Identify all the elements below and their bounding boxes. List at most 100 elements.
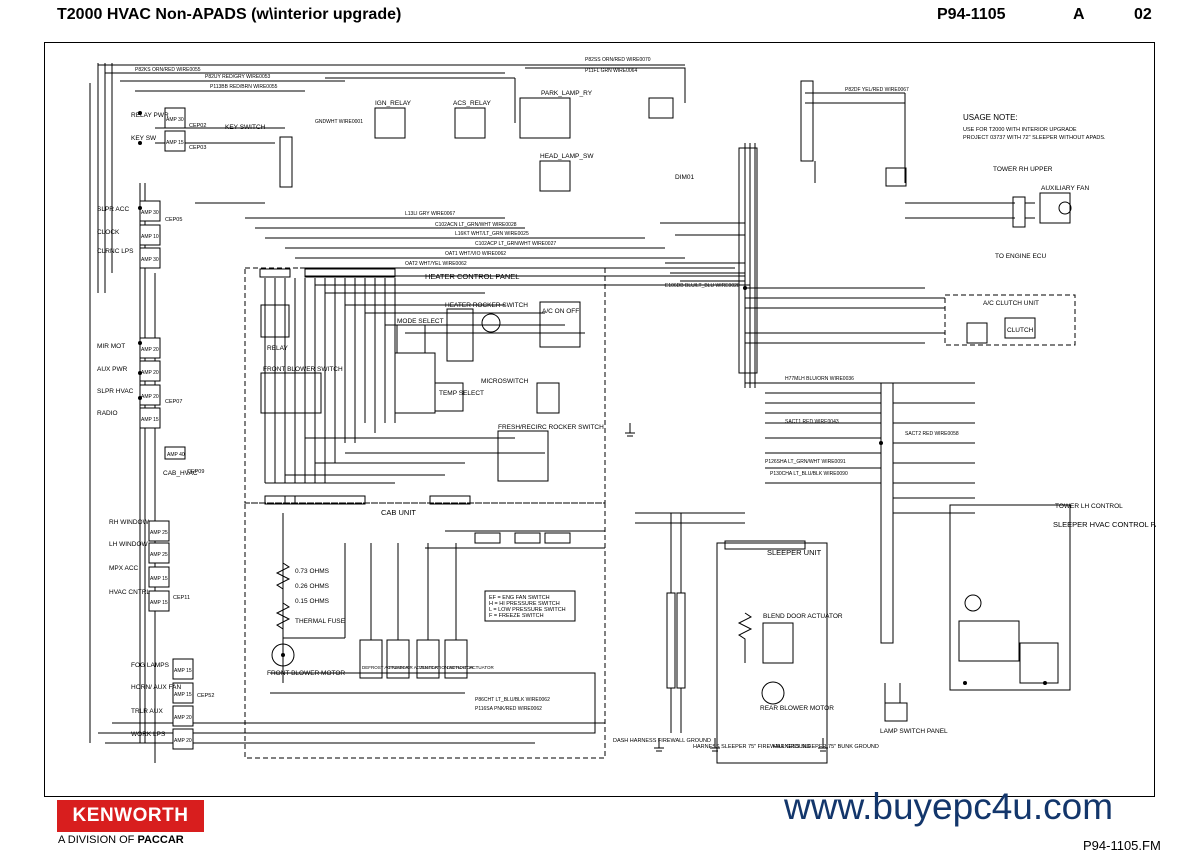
fuse-id: CEP02 bbox=[189, 123, 206, 129]
diagram-frame: HEATER CONTROL PANEL CAB UNIT SLEEPER UN… bbox=[44, 42, 1156, 797]
fuse-name: HORN/ AUX FAN bbox=[131, 684, 182, 691]
fuse-name: CLRNC LPS bbox=[97, 248, 134, 255]
temp-select-label: TEMP SELECT bbox=[439, 390, 484, 397]
fuse-name: CAB_HVAC bbox=[163, 470, 198, 477]
wire-label: P11FL GRN WIRE0064 bbox=[585, 68, 637, 74]
park-lamp-label: PARK_LAMP_RY bbox=[541, 90, 593, 97]
fuse-amp: AMP 30 bbox=[141, 210, 159, 216]
cab-unit-label: CAB UNIT bbox=[381, 508, 416, 517]
fuse-name: MPX ACC bbox=[109, 565, 139, 572]
sheet-number: 02 bbox=[1134, 6, 1152, 23]
relay-label: RELAY bbox=[267, 345, 288, 352]
fuse-name: LH WINDOW bbox=[109, 541, 149, 548]
watermark: www.buyepc4u.com bbox=[784, 786, 1114, 827]
wiring-diagram: HEATER CONTROL PANEL CAB UNIT SLEEPER UN… bbox=[89, 57, 1156, 764]
page-title: T2000 HVAC Non-APADS (w\interior upgrade… bbox=[57, 6, 402, 23]
fresh-recirc-label: FRESH/RECIRC ROCKER SWITCH bbox=[498, 424, 604, 431]
engine-ecu-label: TO ENGINE ECU bbox=[995, 253, 1046, 260]
wire-label: P82UY RED/GRY WIRE0053 bbox=[205, 74, 271, 80]
wire-label: C102ACP LT_GRN/WHT WIRE0027 bbox=[475, 241, 556, 247]
wire-label: OAT2 WHT/YEL WIRE0062 bbox=[405, 261, 467, 267]
dimmer-label: DIM01 bbox=[675, 174, 695, 181]
wire-label: P82SS ORN/RED WIRE0070 bbox=[585, 57, 651, 63]
drawing-number: P94-1105 bbox=[937, 6, 1006, 23]
usage-note-line1: USE FOR T2000 WITH INTERIOR UPGRADE bbox=[963, 127, 1077, 133]
fuse-amp: AMP 15 bbox=[150, 600, 168, 606]
fuse-amp: AMP 25 bbox=[150, 552, 168, 558]
front-blower-motor-label: FRONT BLOWER MOTOR bbox=[267, 670, 345, 677]
acs-relay-label: ACS_RELAY bbox=[453, 100, 491, 107]
wire-label: SACT1 RED WIRE0043 bbox=[785, 419, 839, 425]
wire-label: P130CHA LT_BLU/BLK WIRE0090 bbox=[770, 471, 848, 477]
ohms-label: 0.73 OHMS bbox=[295, 568, 330, 575]
clutch-label: CLUTCH bbox=[1007, 327, 1034, 334]
fuse-name: WORK LPS bbox=[131, 731, 166, 738]
fuse-name: RELAY PWR bbox=[131, 112, 169, 119]
fuse-name: RH WINDOW bbox=[109, 519, 150, 526]
revision: A bbox=[1073, 6, 1085, 23]
tower-lh-label: TOWER LH CONTROL bbox=[1055, 503, 1123, 510]
ohms-label: 0.15 OHMS bbox=[295, 598, 330, 605]
wire-label: OAT1 WHT/VIO WIRE0062 bbox=[445, 251, 506, 257]
fuse-amp: AMP 20 bbox=[141, 347, 159, 353]
fuse-name: TRLR AUX bbox=[131, 708, 163, 715]
usage-note-title: USAGE NOTE: bbox=[963, 113, 1018, 122]
fuse-name: CLOCK bbox=[97, 229, 120, 236]
wire-label: SACT2 RED WIRE0058 bbox=[905, 431, 959, 437]
legend-line: L = LOW PRESSURE SWITCH bbox=[489, 607, 566, 613]
actuator-label: DEFROST ACTUATOR bbox=[447, 665, 495, 670]
fuse-name: SLPR HVAC bbox=[97, 388, 134, 395]
fuse-name: FOG LAMPS bbox=[131, 662, 170, 669]
heater-panel-label: HEATER CONTROL PANEL bbox=[425, 272, 519, 281]
wire-label: P113BB RED/BRN WIRE0055 bbox=[210, 84, 278, 90]
legend-line: EF = ENG FAN SWITCH bbox=[489, 595, 550, 601]
logo-subtitle: A DIVISION OF PACCAR bbox=[58, 834, 184, 846]
wire-label: P126SHA LT_GRN/WHT WIRE0091 bbox=[765, 459, 846, 465]
head-lamp-label: HEAD_LAMP_SW bbox=[540, 153, 594, 160]
heater-rocker-label: HEATER ROCKER SWITCH bbox=[445, 302, 528, 309]
thermal-fuse-label: THERMAL FUSE bbox=[295, 618, 346, 625]
mode-select-label: MODE SELECT bbox=[397, 318, 444, 325]
wire-label: P116SA PNK/RED WIRE0062 bbox=[475, 706, 542, 712]
fuse-id: CEP07 bbox=[165, 399, 182, 405]
microswitch-label: MICROSWITCH bbox=[481, 378, 529, 385]
wire-label: GNDWHT WIRE0001 bbox=[315, 119, 363, 125]
wire-label: P82KS ORN/RED WIRE0055 bbox=[135, 67, 201, 73]
actuator-label: FRESH AIR ACTUATOR bbox=[389, 665, 439, 670]
fuse-amp: AMP 15 bbox=[174, 692, 192, 698]
kenworth-logo: KENWORTH bbox=[57, 800, 204, 832]
wire-label: C102ACN LT_GRN/WHT WIRE0028 bbox=[435, 222, 517, 228]
legend-line: H = HI PRESSURE SWITCH bbox=[489, 601, 560, 607]
ground-label: HARNESS SLEEPER 75" BUNK GROUND bbox=[773, 744, 879, 750]
front-blower-switch-label: FRONT BLOWER SWITCH bbox=[263, 366, 343, 373]
fuse-name: SLPR ACC bbox=[97, 206, 129, 213]
ground-label: HARNESS SLEEPER 75" FIREWALL GROUND bbox=[693, 744, 811, 750]
fuse-amp: AMP 20 bbox=[141, 394, 159, 400]
fuse-id: CEP52 bbox=[197, 693, 214, 699]
actuator-label: VENTILATION ACTUATOR bbox=[419, 665, 474, 670]
fuse-amp: AMP 30 bbox=[141, 257, 159, 263]
fuse-name: HVAC CNTRL bbox=[109, 589, 150, 596]
wire-label: L13LI GRY WIRE0067 bbox=[405, 211, 455, 217]
fuse-amp: AMP 40 bbox=[167, 452, 185, 458]
fuse-amp: AMP 20 bbox=[141, 370, 159, 376]
ac-clutch-label: A/C CLUTCH UNIT bbox=[983, 300, 1039, 307]
lamp-switch-label: LAMP SWITCH PANEL bbox=[880, 728, 948, 735]
rear-blower-label: REAR BLOWER MOTOR bbox=[760, 705, 834, 712]
fuse-amp: AMP 10 bbox=[141, 234, 159, 240]
ign-relay-label: IGN_RELAY bbox=[375, 100, 412, 107]
usage-note-line2: PROJECT 03737 WITH 72" SLEEPER WITHOUT A… bbox=[963, 135, 1106, 141]
fuse-amp: AMP 15 bbox=[166, 140, 184, 146]
blend-door-label: BLEND DOOR ACTUATOR bbox=[763, 613, 843, 620]
fuse-id: CEP03 bbox=[189, 145, 206, 151]
aux-fan-label: AUXILIARY FAN bbox=[1041, 185, 1089, 192]
ac-on-off-label: A/C ON OFF bbox=[542, 308, 579, 315]
fuse-id: CEP11 bbox=[173, 595, 190, 601]
sleeper-unit-label: SLEEPER UNIT bbox=[767, 548, 822, 557]
ground-label: DASH HARNESS FIREWALL GROUND bbox=[613, 738, 711, 744]
division-text: A DIVISION OF bbox=[58, 834, 135, 846]
key-switch-label: KEY SWITCH bbox=[225, 124, 266, 131]
wire-label: P82DF YEL/RED WIRE0067 bbox=[845, 87, 909, 93]
fuse-amp: AMP 30 bbox=[166, 117, 184, 123]
fuse-amp: AMP 15 bbox=[141, 417, 159, 423]
